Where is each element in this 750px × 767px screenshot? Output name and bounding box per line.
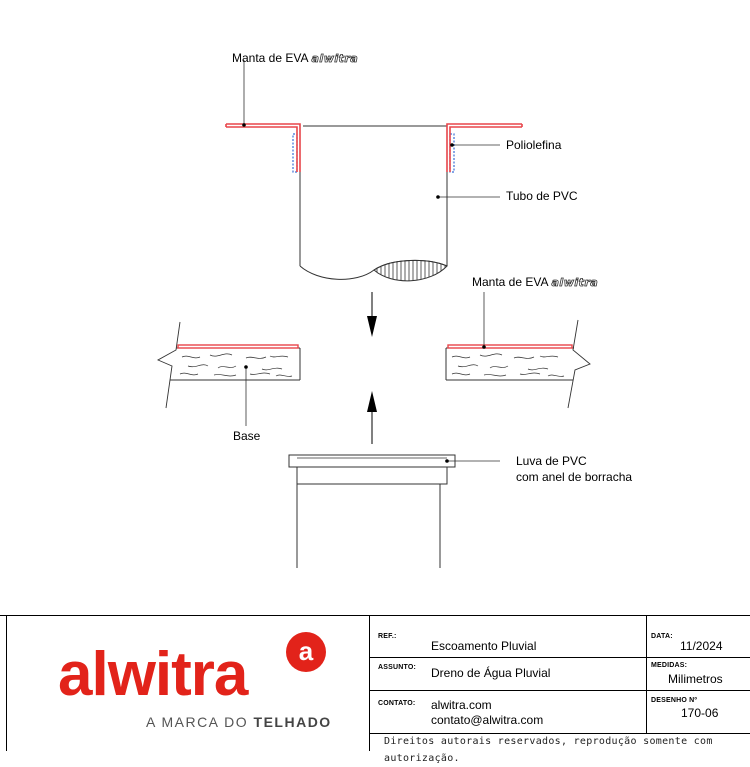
leader-poliolefina-dot — [450, 143, 454, 147]
tb-row-ref — [370, 616, 750, 658]
pvc-sleeve — [288, 454, 500, 568]
tb-row-assunto — [370, 657, 750, 691]
base-left — [156, 321, 301, 409]
sleeve-rubber-ring — [288, 454, 456, 468]
tb-contato-line2[interactable]: contato@alwitra.com — [431, 713, 544, 727]
leader-luva-dot — [445, 459, 449, 463]
tb-vertical-split — [646, 616, 647, 733]
label-base: Base — [233, 429, 261, 443]
pipe-break-hatch — [373, 259, 448, 282]
tb-assunto-key: ASSUNTO: — [378, 664, 417, 671]
tb-assunto-value: Dreno de Água Pluvial — [431, 666, 551, 680]
tb-row-contato — [370, 690, 750, 734]
logo-circle-icon: a — [286, 632, 326, 672]
base-right — [445, 319, 591, 409]
tb-copyright-footer: Direitos autorais reservados, reprodução… — [384, 736, 713, 764]
logo-wordmark: alwitra — [58, 640, 248, 709]
logo-tagline: A MARCA DO TELHADO — [146, 714, 332, 730]
leader-manta-top-dot — [242, 123, 246, 127]
pvc-pipe-assembly — [225, 123, 523, 282]
leaders-upper — [242, 60, 500, 199]
arrow-down-head — [367, 316, 377, 337]
title-block: alwitra a A MARCA DO TELHADO REF.: Escoa… — [0, 615, 750, 764]
title-block-grid: REF.: Escoamento Pluvial DATA: 11/2024 A… — [369, 616, 750, 764]
leader-manta-mid-dot — [482, 345, 486, 349]
eva-membrane-left — [226, 123, 301, 172]
tb-ref-value: Escoamento Pluvial — [431, 639, 537, 653]
brand-script-top: alwitra — [311, 52, 359, 66]
tb-ref-key: REF.: — [378, 633, 397, 640]
leader-base-dot — [244, 365, 248, 369]
base-left-membrane — [177, 344, 299, 349]
tb-desenho-value: 170-06 — [681, 706, 719, 720]
base-right-membrane — [447, 344, 573, 349]
label-tubo-pvc: Tubo de PVC — [506, 189, 578, 203]
leaders-middle — [244, 292, 486, 426]
label-manta-mid-text: Manta de EVA — [472, 275, 549, 289]
arrow-up-head — [367, 391, 377, 412]
arrow-up — [367, 391, 377, 444]
logo-tagline-bold: TELHADO — [253, 714, 332, 730]
tb-medidas-value: Milimetros — [668, 672, 723, 686]
title-block-edge — [6, 616, 7, 751]
tb-desenho-key: DESENHO Nº — [651, 697, 698, 704]
tb-contato-key: CONTATO: — [378, 700, 416, 707]
base-left-break — [156, 321, 181, 409]
tb-contato-line1[interactable]: alwitra.com — [431, 698, 492, 712]
label-poliolefina: Poliolefina — [506, 138, 562, 152]
base-right-break — [567, 319, 591, 409]
drain-detail-drawing — [156, 60, 591, 568]
base-left-grain — [179, 353, 293, 377]
tb-medidas-key: MEDIDAS: — [651, 662, 688, 669]
arrow-down — [367, 292, 377, 337]
alwitra-logo: alwitra a A MARCA DO TELHADO — [6, 616, 369, 751]
tb-data-key: DATA: — [651, 633, 673, 640]
label-luva: Luva de PVC com anel de borracha — [516, 453, 632, 485]
label-luva-line1: Luva de PVC — [516, 454, 587, 468]
label-manta-top-text: Manta de EVA — [232, 51, 309, 65]
leader-tubo-dot — [436, 195, 440, 199]
tb-data-value: 11/2024 — [680, 639, 723, 653]
brand-script-mid: alwitra — [551, 276, 599, 290]
sleeve-collar — [296, 466, 448, 485]
logo-tagline-light: A MARCA DO — [146, 714, 254, 730]
base-right-grain — [451, 353, 565, 377]
label-luva-line2: com anel de borracha — [516, 470, 633, 484]
eva-membrane-right — [446, 123, 522, 172]
